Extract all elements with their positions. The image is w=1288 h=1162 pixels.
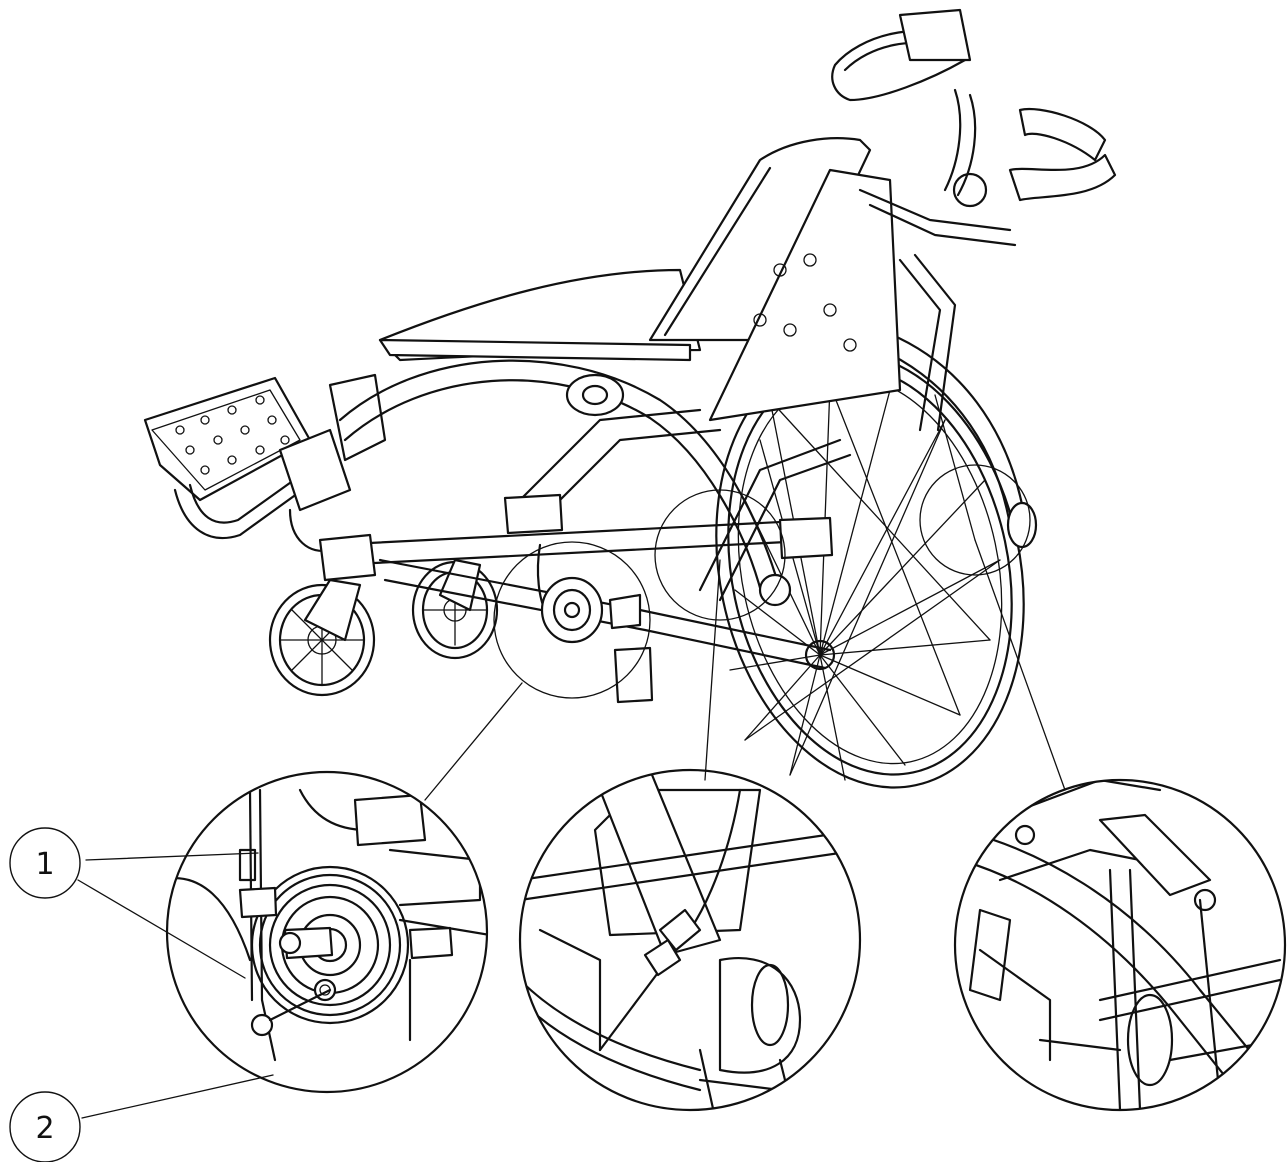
detail-marker-handle <box>919 464 1031 576</box>
push-handles <box>858 107 1117 432</box>
wheelchair-illustration <box>143 8 1117 801</box>
detail-cable <box>518 768 862 1112</box>
callout-1: 1 <box>9 827 259 979</box>
frame <box>318 359 852 670</box>
detail-handle <box>953 778 1287 1112</box>
detail-marker-cable <box>654 489 786 621</box>
rear-wheel-spokes <box>729 384 1001 781</box>
rear-wheel <box>715 328 1038 789</box>
backrest <box>648 137 902 422</box>
front-caster-left <box>268 578 376 697</box>
callout-leader-lines <box>424 394 1066 801</box>
seat <box>378 268 702 417</box>
brake-hub-main <box>540 576 654 704</box>
leg-support <box>278 373 387 553</box>
callout-1-label: 1 <box>35 847 54 882</box>
callout-2-label: 2 <box>35 1111 54 1146</box>
footrest <box>143 376 332 540</box>
callout-2: 2 <box>9 1074 274 1162</box>
detail-marker-brake <box>493 541 651 699</box>
headrest <box>831 8 977 197</box>
detail-brake-hub <box>165 770 489 1094</box>
